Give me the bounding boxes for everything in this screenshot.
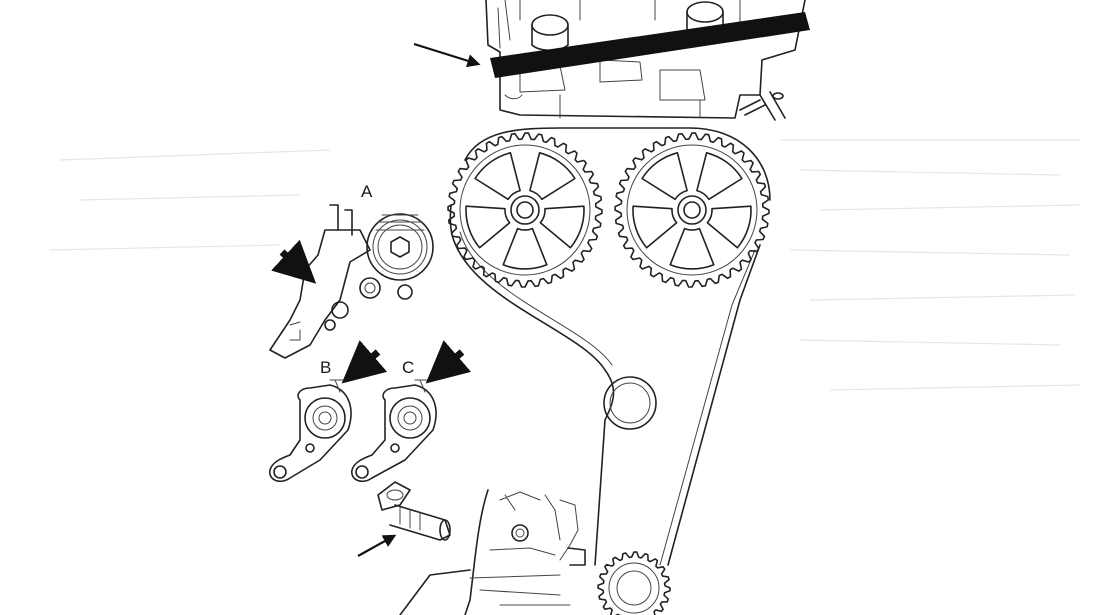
engine-block-lower: [399, 489, 586, 615]
locking-pin-arrow: [357, 534, 397, 557]
tensioner-a-arrow: [271, 239, 317, 284]
background-ghost-lines: [49, 139, 1081, 391]
tensioner-c: [351, 379, 437, 482]
tensioner-b-arrow: [341, 340, 388, 384]
tensioner-c-arrow: [425, 340, 472, 384]
locking-bar-arrow: [413, 42, 481, 68]
camshaft-locking-bar: [490, 12, 810, 78]
crankshaft-locking-pin: [377, 481, 451, 541]
label-a: A: [361, 182, 373, 201]
exhaust-camshaft-sprocket: [614, 132, 770, 288]
timing-belt: [449, 127, 771, 566]
tensioner-a: [269, 204, 434, 359]
label-c: C: [402, 358, 414, 377]
crankshaft-sprocket: [597, 551, 671, 615]
label-b: B: [320, 358, 331, 377]
intake-camshaft-sprocket: [447, 132, 603, 288]
idler-pulley: [603, 376, 657, 430]
tensioner-b: [269, 379, 352, 482]
